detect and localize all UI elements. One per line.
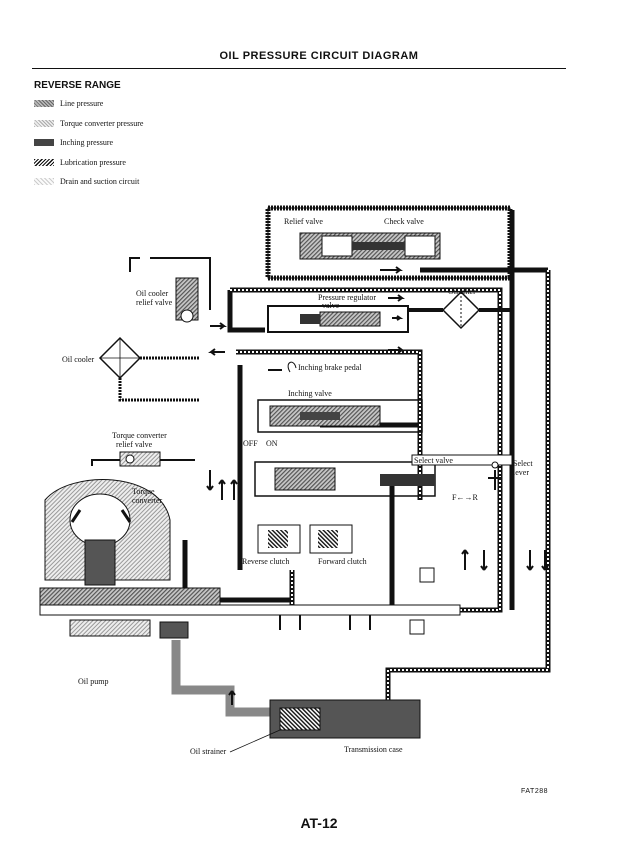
oil-filter-label: Oil filter [448,287,476,296]
arrow-up-icon [228,690,236,705]
legend-item-inching: Inching pressure [34,133,143,153]
range-heading: REVERSE RANGE [34,80,121,91]
arrow-left-icon [208,348,225,356]
legend-item-lub: Lubrication pressure [34,153,143,173]
on-label: ON [266,439,278,448]
transmission-case [269,699,421,739]
page-number: AT-12 [300,815,338,831]
oil-cooler-relief-valve [129,257,211,323]
torque-converter-label-1: Torque [132,487,155,496]
torque-converter [39,479,221,637]
legend-item-line: Line pressure [34,94,143,114]
select-positions-label: F←→R [452,493,478,502]
arrow-down-icon [526,550,534,571]
select-valve [254,454,513,497]
line-pressure-swatch [34,100,54,108]
figure-code: FAT288 [521,788,548,795]
arrow-right-icon [388,346,405,354]
torque-converter-label-2: converter [132,496,163,505]
legend: Line pressure Torque converter pressure … [34,94,143,192]
select-lever-label-1: Select [513,459,533,468]
pressure-regulator-label-1: Pressure regulator [318,293,376,302]
select-valve-label: Select valve [414,456,453,465]
title-rule [32,68,566,69]
tc-relief-label-2: relief valve [116,440,153,449]
legend-label: Lubrication pressure [60,157,126,167]
oil-strainer [279,707,321,731]
reverse-clutch [257,524,301,554]
tc-relief-label-1: Torque converter [112,431,167,440]
arrow-down-icon [541,550,549,571]
flow-arrow-icon [380,266,403,274]
transmission-shaft [39,567,461,635]
oil-pump-label: Oil pump [78,677,108,686]
oil-cooler [98,336,200,402]
forward-clutch-label: Forward clutch [318,557,367,566]
select-lever-label-2: lever [513,468,529,477]
legend-label: Inching pressure [60,138,114,148]
legend-item-drain: Drain and suction circuit [34,172,143,192]
oil-filter [408,290,512,330]
arrow-down-icon [206,470,214,491]
oil-cooler-label: Oil cooler [62,355,95,364]
arrow-up-icon [218,479,226,500]
inching-valve [257,361,423,433]
legend-label: Line pressure [60,99,104,109]
legend-item-tc: Torque converter pressure [34,114,143,134]
inching-valve-label: Inching valve [288,389,332,398]
lub-pressure-swatch [34,158,54,166]
arrow-up-icon [461,549,469,570]
forward-clutch [309,524,353,554]
relief-valve-label: Relief valve [284,217,323,226]
inching-pressure-swatch [34,139,54,147]
inching-brake-pedal-label: Inching brake pedal [298,363,362,372]
legend-label: Torque converter pressure [60,118,144,128]
reverse-clutch-label: Reverse clutch [242,557,289,566]
pressure-regulator-valve [267,305,409,333]
pressure-regulator-label-2: valve [322,301,340,310]
arrow-up-icon [230,479,238,500]
drain-swatch [34,178,54,186]
page-title: OIL PRESSURE CIRCUIT DIAGRAM [219,50,419,62]
oil-cooler-relief-label-2: relief valve [136,298,173,307]
arrow-right-icon [388,294,405,302]
legend-label: Drain and suction circuit [60,177,140,187]
oil-pump [159,621,275,717]
check-valve-label: Check valve [384,217,424,226]
transmission-case-label: Transmission case [344,745,403,754]
arrow-down-icon [480,550,488,571]
tc-pressure-swatch [34,119,54,127]
oil-cooler-relief-label-1: Oil cooler [136,289,169,298]
torque-converter-relief-valve [91,451,195,467]
arrow-right-icon [210,322,227,330]
oil-strainer-label: Oil strainer [190,747,227,756]
off-label: OFF [243,439,258,448]
leader-line [229,729,281,753]
